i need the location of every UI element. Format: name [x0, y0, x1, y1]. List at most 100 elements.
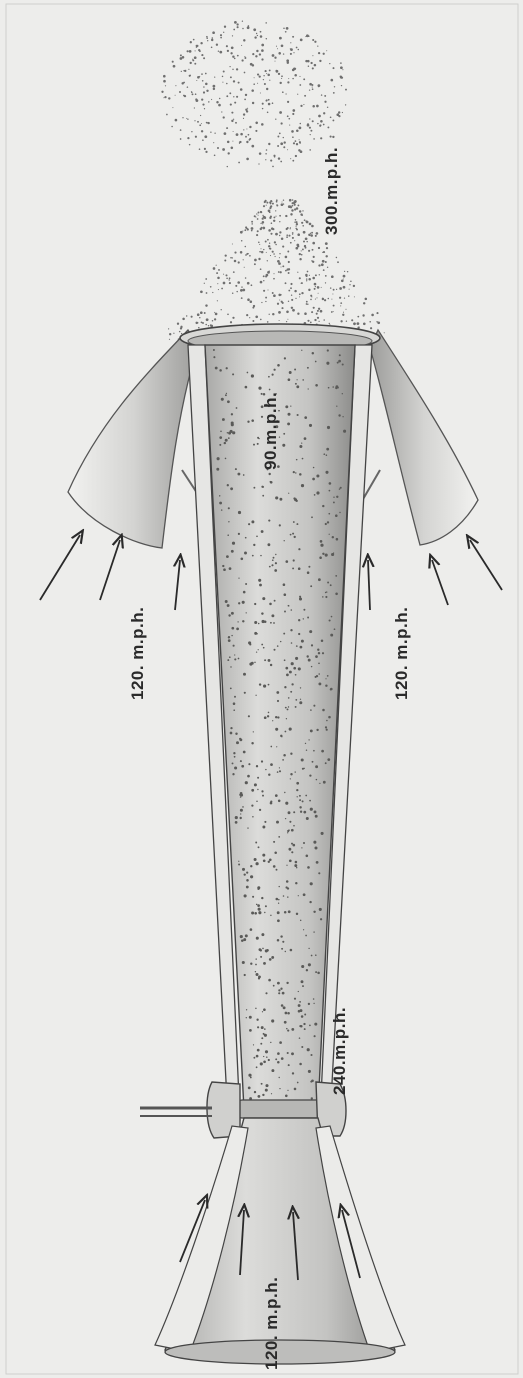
tube-dot [316, 491, 319, 494]
tube-dot [227, 659, 229, 661]
tube-dot [234, 766, 237, 769]
spray-dot [250, 63, 253, 66]
spray-dot [217, 283, 218, 284]
spray-dot [163, 80, 166, 83]
spray-dot [318, 86, 320, 88]
spray-dot [296, 143, 298, 145]
tube-dot [253, 487, 255, 489]
tube-dot [293, 471, 295, 473]
spray-dot [236, 23, 238, 25]
spray-dot [226, 127, 228, 129]
spray-dot [299, 296, 300, 297]
tube-dot [245, 781, 248, 784]
tube-dot [302, 379, 304, 381]
spray-dot [279, 221, 280, 222]
tube-dot [311, 955, 313, 957]
spray-dot [262, 227, 265, 230]
spray-dot [263, 275, 265, 277]
spray-dot [287, 149, 288, 150]
tube-dot [248, 715, 250, 717]
tube-dot [268, 773, 270, 775]
spray-dot [270, 233, 272, 235]
tube-dot [235, 732, 237, 734]
spray-dot [278, 157, 280, 159]
spray-dot [303, 231, 306, 234]
spray-dot [262, 221, 265, 224]
spray-dot [290, 158, 291, 159]
spray-dot [298, 49, 300, 51]
tube-dot [253, 544, 255, 546]
spray-dot [227, 141, 230, 144]
tube-dot [228, 636, 230, 638]
tube-dot [284, 792, 285, 793]
tube-dot [232, 773, 234, 775]
spray-dot [232, 69, 233, 70]
spray-dot [182, 318, 185, 321]
spray-dot [261, 49, 264, 52]
spray-dot [320, 137, 322, 139]
tube-dot [295, 861, 298, 864]
spray-dot [198, 327, 200, 329]
spray-dot [295, 219, 297, 221]
spray-dot [261, 58, 263, 60]
tube-dot [270, 664, 272, 666]
spray-dot [261, 227, 263, 229]
spray-dot [307, 123, 309, 125]
tube-dot [246, 879, 249, 882]
spray-dot [288, 118, 290, 120]
spray-dot [226, 95, 228, 97]
tube-dot [222, 565, 224, 567]
tube-dot [268, 473, 270, 475]
spray-dot [234, 58, 236, 60]
spray-dot [297, 272, 298, 273]
spray-dot [234, 260, 237, 263]
tube-dot [291, 829, 294, 832]
spray-dot [304, 219, 306, 221]
spray-dot [267, 321, 269, 323]
tube-dot [296, 913, 298, 915]
spray-dot [312, 87, 313, 88]
tube-dot [268, 979, 271, 982]
spray-dot [275, 61, 276, 62]
tube-dot [273, 369, 275, 371]
spray-dot [362, 314, 364, 316]
tube-dot [291, 1052, 294, 1055]
spray-dot [269, 80, 270, 81]
tube-dot [271, 564, 273, 566]
tube-dot [296, 385, 299, 388]
spray-dot [279, 37, 282, 40]
tube-dot [279, 767, 280, 768]
tube-dot [295, 882, 297, 884]
spray-dot [204, 283, 205, 284]
tube-dot [326, 454, 328, 456]
tube-dot [262, 1011, 263, 1012]
spray-dot [311, 232, 313, 234]
tube-dot [250, 1077, 252, 1079]
tube-dot [291, 642, 293, 644]
spray-dot [201, 123, 202, 124]
spray-dot [256, 234, 258, 236]
tube-dot [245, 386, 248, 389]
spray-dot [220, 37, 222, 39]
tube-dot [308, 388, 309, 389]
spray-dot [233, 80, 235, 82]
spray-dot [171, 126, 173, 128]
tube-dot [263, 685, 266, 688]
spray-dot [286, 321, 287, 322]
spray-dot [317, 123, 318, 124]
tube-dot [338, 414, 340, 416]
spray-dot [291, 299, 293, 301]
tube-dot [270, 763, 273, 766]
spray-dot [306, 301, 308, 303]
spray-dot [321, 94, 322, 95]
spray-dot [281, 75, 283, 77]
tube-dot [326, 362, 329, 365]
tube-dot [290, 405, 291, 406]
tube-dot [254, 912, 257, 915]
spray-dot [276, 70, 278, 72]
spray-dot [217, 147, 219, 149]
spray-dot [258, 215, 259, 216]
tube-dot [246, 1017, 247, 1018]
spray-dot [331, 299, 332, 300]
spray-dot [317, 317, 319, 319]
